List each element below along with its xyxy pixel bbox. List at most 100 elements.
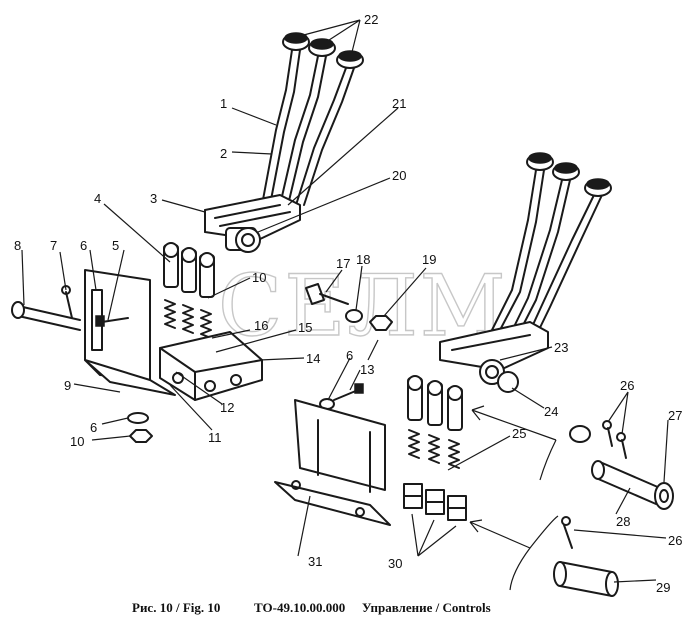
cotter-26-a-eye — [602, 420, 612, 430]
callout-13: 13 — [360, 362, 374, 377]
callout-11: 11 — [208, 430, 222, 445]
nut-10 — [129, 429, 153, 443]
leader-4 — [103, 203, 171, 263]
leader-30 — [411, 513, 457, 557]
right-bracket — [439, 321, 549, 393]
callout-12: 12 — [220, 400, 234, 415]
base-bracket-31 — [274, 399, 391, 526]
leader-lines — [21, 19, 669, 583]
callout-19: 19 — [422, 252, 436, 267]
leader-11 — [169, 384, 213, 431]
leader-12 — [175, 371, 223, 405]
right-spring-3 — [448, 439, 460, 469]
callout-26-bottom: 26 — [668, 533, 682, 548]
leader-15 — [215, 329, 297, 353]
pin-8-head — [11, 301, 25, 319]
fork-eye-1 — [163, 242, 179, 258]
pin-29-group — [553, 516, 619, 597]
leader-25 — [447, 435, 511, 471]
bolt-13 — [333, 389, 359, 401]
nut-19 — [369, 315, 393, 331]
leader-14 — [259, 357, 305, 361]
spring-3 — [200, 309, 212, 339]
arrow-upper — [471, 405, 557, 441]
callout-16: 16 — [254, 318, 268, 333]
leader-18 — [355, 265, 363, 311]
lever-2 — [279, 55, 319, 206]
right-spring-1 — [408, 429, 420, 459]
bolt-13-head — [354, 383, 364, 394]
cotter-26-a — [607, 427, 613, 447]
left-lever-group — [261, 32, 364, 206]
lever-2-edge — [287, 55, 327, 206]
bracket-9-foot — [84, 359, 176, 396]
spring-1 — [164, 299, 176, 329]
caption-drawing-code: ТО-49.10.00.000 — [254, 600, 346, 615]
leader-28 — [615, 487, 631, 515]
leader-8 — [21, 249, 25, 306]
bolt-5 — [101, 317, 129, 323]
knob-left-2-top — [310, 38, 334, 50]
leader-26-top — [607, 391, 629, 435]
leader-22 — [299, 19, 361, 53]
caption-title: Управление / Controls — [362, 600, 491, 615]
right-lever-1-edge — [499, 169, 545, 331]
leader-21 — [287, 107, 399, 206]
pin-28-top — [599, 461, 661, 489]
leader-6-lower — [101, 417, 129, 425]
bushing-20 — [235, 227, 261, 253]
right-lever-1 — [491, 169, 537, 331]
pin-28-end — [591, 460, 605, 480]
pin-29-head — [605, 571, 619, 597]
callout-8: 8 — [14, 238, 21, 253]
callout-31: 31 — [308, 554, 322, 569]
leader-6 — [89, 249, 97, 291]
left-fasteners — [127, 412, 153, 443]
lever-1-edge — [269, 49, 301, 206]
bushing-right-bore — [485, 365, 499, 379]
bracket-31-ribs — [317, 419, 371, 493]
bolt-5-head — [95, 315, 105, 327]
washer-6 — [127, 412, 149, 424]
callout-27: 27 — [668, 408, 682, 423]
callouts: 1 2 3 4 5 6 7 8 9 10 10 11 12 13 14 15 1… — [14, 12, 682, 595]
leader-29 — [613, 579, 657, 583]
arrow-lower — [469, 519, 531, 549]
right-lever-2-edge — [517, 179, 571, 336]
leader-1 — [231, 107, 277, 126]
right-fork-eye-3 — [447, 385, 463, 401]
callout-15: 15 — [298, 320, 312, 335]
clevis-30-slots — [403, 495, 467, 509]
callout-30: 30 — [388, 556, 402, 571]
left-fork-rods — [163, 242, 215, 298]
lever-1 — [261, 49, 293, 206]
knob-left-3-top — [338, 50, 362, 62]
callout-1: 1 — [220, 96, 227, 111]
bracket-31-wall — [294, 399, 386, 491]
right-fork-eye-1 — [407, 375, 423, 391]
callout-29: 29 — [656, 580, 670, 595]
left-bracket — [204, 194, 301, 253]
callout-6-mid: 6 — [346, 348, 353, 363]
leader-5 — [107, 249, 125, 321]
fork-eye-3 — [199, 252, 215, 268]
right-lever-3-edge — [533, 194, 603, 341]
bracket-3-detail — [204, 204, 291, 233]
arrow-upper-tail — [539, 439, 557, 481]
figure-caption: Рис. 10 / Fig. 10 ТО-49.10.00.000 Управл… — [0, 600, 700, 620]
valve-port-3 — [230, 374, 242, 386]
bushing-20-bore — [241, 233, 255, 247]
plug-24 — [497, 371, 519, 393]
bolt-13-group — [319, 383, 364, 410]
right-lever-group — [491, 152, 612, 341]
bolt-17-shank — [319, 293, 349, 305]
callout-18: 18 — [356, 252, 370, 267]
callout-20: 20 — [392, 168, 406, 183]
bracket-31-hole-1 — [291, 480, 301, 490]
right-fork-rods — [407, 375, 463, 431]
right-lever-2 — [509, 179, 563, 336]
pin-29-end — [553, 561, 567, 587]
leader-3 — [161, 199, 206, 213]
cotter-pin-7-eye — [61, 285, 71, 295]
